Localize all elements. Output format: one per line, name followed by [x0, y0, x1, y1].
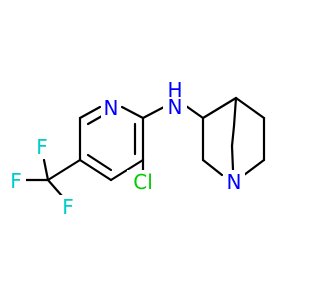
bond-c2q-n	[201, 158, 224, 177]
bond-c5-cf3	[46, 158, 82, 182]
bond-c8q-c7q	[230, 124, 236, 148]
atom-n-bridgehead: N	[227, 170, 242, 194]
atom-bg	[6, 169, 26, 193]
atom-f-bottom: F	[62, 195, 74, 219]
atom-labels: N H N Cl N F F F	[6, 78, 245, 219]
atom-n-amine: N	[168, 95, 183, 119]
atom-h-amine: H	[167, 78, 182, 102]
atom-bg	[101, 96, 121, 120]
atom-bg	[32, 135, 52, 159]
atom-n-pyridine: N	[104, 96, 119, 120]
bond-c6-n1	[78, 105, 102, 120]
bond-cf3-f-bottom	[46, 178, 64, 198]
bond-c4-c5	[78, 158, 113, 182]
molecule-structure-diagram: N H N Cl N F F F	[6, 78, 266, 219]
atom-bg	[163, 80, 187, 126]
bond-n1-c2	[120, 105, 145, 120]
atom-f-left: F	[10, 169, 22, 193]
bond-c7q-n	[230, 144, 235, 172]
bond-c3q-c4q	[201, 96, 238, 120]
bonds	[22, 96, 266, 198]
bond-cf3-f-top	[42, 158, 50, 182]
bond-c6q-n	[242, 158, 266, 177]
bond-c2-nh	[141, 105, 166, 120]
bond-nh-c3q	[184, 104, 205, 120]
atom-bg	[127, 170, 159, 194]
bond-double-c4-c5	[86, 153, 113, 172]
bond-c4q-c8q	[232, 96, 238, 128]
atom-f-top: F	[36, 135, 48, 159]
atom-bg	[58, 195, 78, 219]
atom-bg	[223, 170, 245, 194]
bond-c4q-c5q	[234, 96, 266, 120]
atom-cl: Cl	[133, 170, 153, 194]
bond-double-c6-n1	[86, 114, 104, 126]
